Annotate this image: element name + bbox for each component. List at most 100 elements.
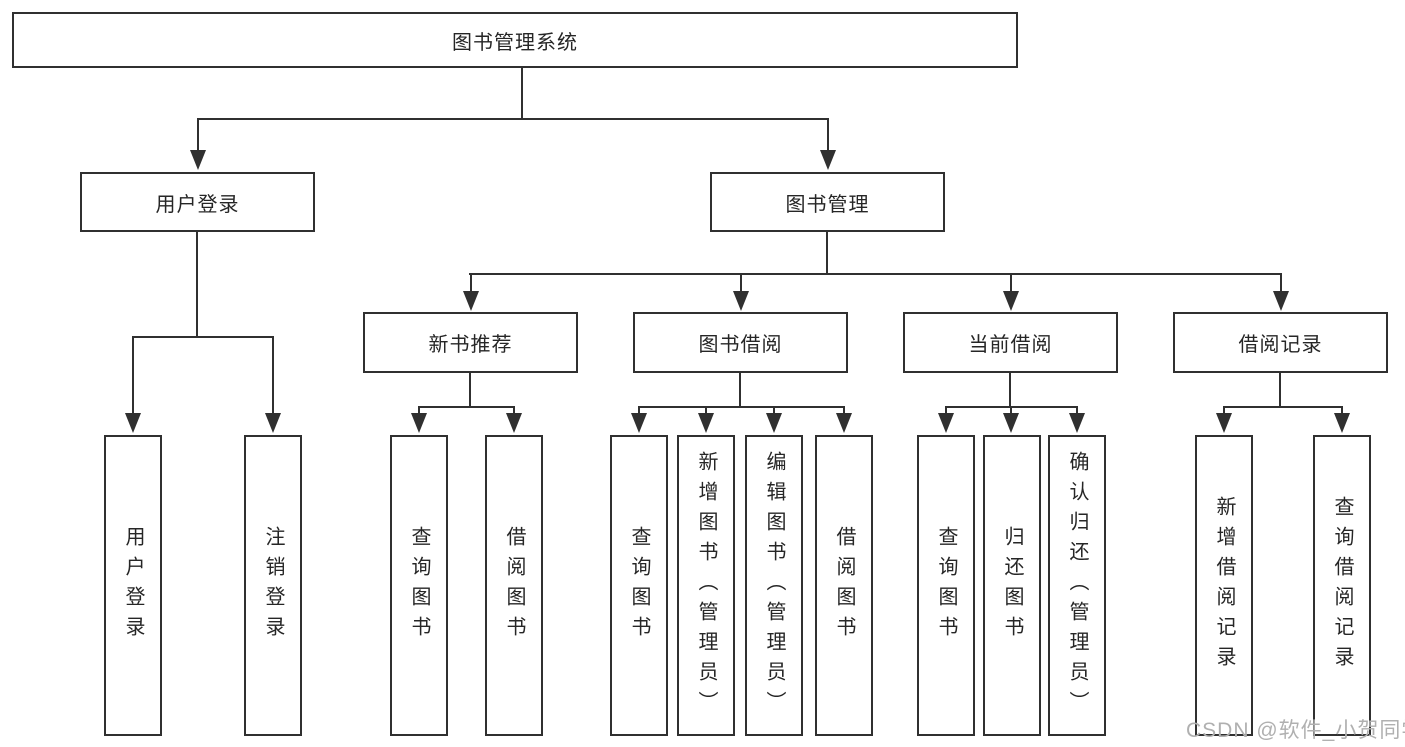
arrow-stem — [197, 118, 199, 152]
leaf-label: 注销登录 — [262, 525, 284, 646]
arrow-down — [411, 406, 427, 433]
leaf-borrow-books: 借阅图书 — [815, 435, 873, 736]
leaf-query-borrow-record: 查询借阅记录 — [1313, 435, 1371, 736]
arrow-head-icon — [1334, 413, 1350, 433]
arrow-head-icon — [1003, 413, 1019, 433]
arrow-down — [1003, 406, 1019, 433]
arrow-to-user-login — [190, 118, 206, 170]
leaf-label: 查询图书 — [935, 525, 957, 646]
arrow-stem — [827, 118, 829, 152]
leaf-label: 归还图书 — [1001, 525, 1023, 646]
node-root-label: 图书管理系统 — [452, 31, 578, 54]
leaf-label: 查询借阅记录 — [1331, 495, 1353, 676]
leaf-query-books-rec: 查询图书 — [390, 435, 448, 736]
arrow-head-icon — [836, 413, 852, 433]
arrow-head-icon — [766, 413, 782, 433]
arrow-down — [1334, 406, 1350, 433]
connector-current-borrow-stem — [1009, 373, 1011, 406]
connector-new-book-rec-stem — [469, 373, 471, 406]
arrow-stem — [1010, 273, 1012, 293]
arrow-stem — [705, 406, 707, 415]
leaf-return-books: 归还图书 — [983, 435, 1041, 736]
connector-borrow-record-horizontal — [1223, 406, 1343, 408]
leaf-add-books-admin: 新增图书（管理员） — [677, 435, 735, 736]
csdn-watermark: CSDN @软件_小贺同学 — [1186, 719, 1405, 742]
arrow-down — [631, 406, 647, 433]
arrow-head-icon — [1273, 291, 1289, 311]
connector-user-login-horizontal — [132, 336, 274, 338]
leaf-label: 用户登录 — [122, 525, 144, 646]
arrow-head-icon — [506, 413, 522, 433]
arrow-to-leaf-logout — [265, 336, 281, 433]
arrow-head-icon — [125, 413, 141, 433]
node-new-book-rec-label: 新书推荐 — [428, 334, 513, 356]
connector-new-book-rec-horizontal — [418, 406, 515, 408]
arrow-head-icon — [938, 413, 954, 433]
node-book-borrow-label: 图书借阅 — [698, 334, 783, 356]
arrow-head-icon — [190, 150, 206, 170]
leaf-label: 借阅图书 — [833, 525, 855, 646]
arrow-head-icon — [411, 413, 427, 433]
connector-level3-horizontal — [469, 273, 1282, 275]
arrow-to-leaf-login — [125, 336, 141, 433]
arrow-down — [766, 406, 782, 433]
arrow-head-icon — [265, 413, 281, 433]
node-current-borrow: 当前借阅 — [903, 312, 1118, 373]
arrow-stem — [1010, 406, 1012, 415]
arrow-head-icon — [698, 413, 714, 433]
arrow-stem — [1223, 406, 1225, 415]
connector-book-borrow-horizontal — [638, 406, 845, 408]
leaf-label: 新增图书（管理员） — [695, 450, 717, 721]
connector-level2-horizontal — [197, 118, 829, 120]
arrow-stem — [773, 406, 775, 415]
arrow-head-icon — [1069, 413, 1085, 433]
node-book-borrow: 图书借阅 — [633, 312, 848, 373]
arrow-to-new-book-rec — [463, 273, 479, 311]
leaf-edit-books-admin: 编辑图书（管理员） — [745, 435, 803, 736]
arrow-stem — [740, 273, 742, 293]
leaf-query-books-borrow: 查询图书 — [610, 435, 668, 736]
arrow-head-icon — [820, 150, 836, 170]
arrow-head-icon — [733, 291, 749, 311]
arrow-down — [506, 406, 522, 433]
arrow-to-book-borrow — [733, 273, 749, 311]
node-current-borrow-label: 当前借阅 — [968, 334, 1053, 356]
leaf-label: 确认归还（管理员） — [1066, 450, 1088, 721]
arrow-stem — [470, 273, 472, 293]
arrow-stem — [1280, 273, 1282, 293]
arrow-head-icon — [463, 291, 479, 311]
node-user-login: 用户登录 — [80, 172, 315, 232]
connector-book-mgmt-stem — [826, 232, 828, 273]
leaf-user-login: 用户登录 — [104, 435, 162, 736]
node-new-book-rec: 新书推荐 — [363, 312, 578, 373]
arrow-down — [698, 406, 714, 433]
arrow-down — [938, 406, 954, 433]
arrow-stem — [513, 406, 515, 415]
arrow-stem — [1076, 406, 1078, 415]
leaf-borrow-books-rec: 借阅图书 — [485, 435, 543, 736]
connector-borrow-record-stem — [1279, 373, 1281, 406]
arrow-to-borrow-record — [1273, 273, 1289, 311]
arrow-stem — [638, 406, 640, 415]
arrow-to-current-borrow — [1003, 273, 1019, 311]
leaf-logout: 注销登录 — [244, 435, 302, 736]
arrow-stem — [418, 406, 420, 415]
connector-book-borrow-stem — [739, 373, 741, 406]
arrow-stem — [1341, 406, 1343, 415]
node-root: 图书管理系统 — [12, 12, 1018, 68]
leaf-label: 编辑图书（管理员） — [763, 450, 785, 721]
node-borrow-record: 借阅记录 — [1173, 312, 1388, 373]
arrow-head-icon — [1003, 291, 1019, 311]
leaf-label: 查询图书 — [628, 525, 650, 646]
node-borrow-record-label: 借阅记录 — [1238, 334, 1323, 356]
arrow-stem — [945, 406, 947, 415]
arrow-head-icon — [631, 413, 647, 433]
leaf-label: 借阅图书 — [503, 525, 525, 646]
arrow-stem — [272, 336, 274, 415]
connector-user-login-stem — [196, 232, 198, 336]
arrow-down — [1216, 406, 1232, 433]
arrow-stem — [132, 336, 134, 415]
arrow-down — [836, 406, 852, 433]
node-book-mgmt-label: 图书管理 — [785, 193, 870, 216]
